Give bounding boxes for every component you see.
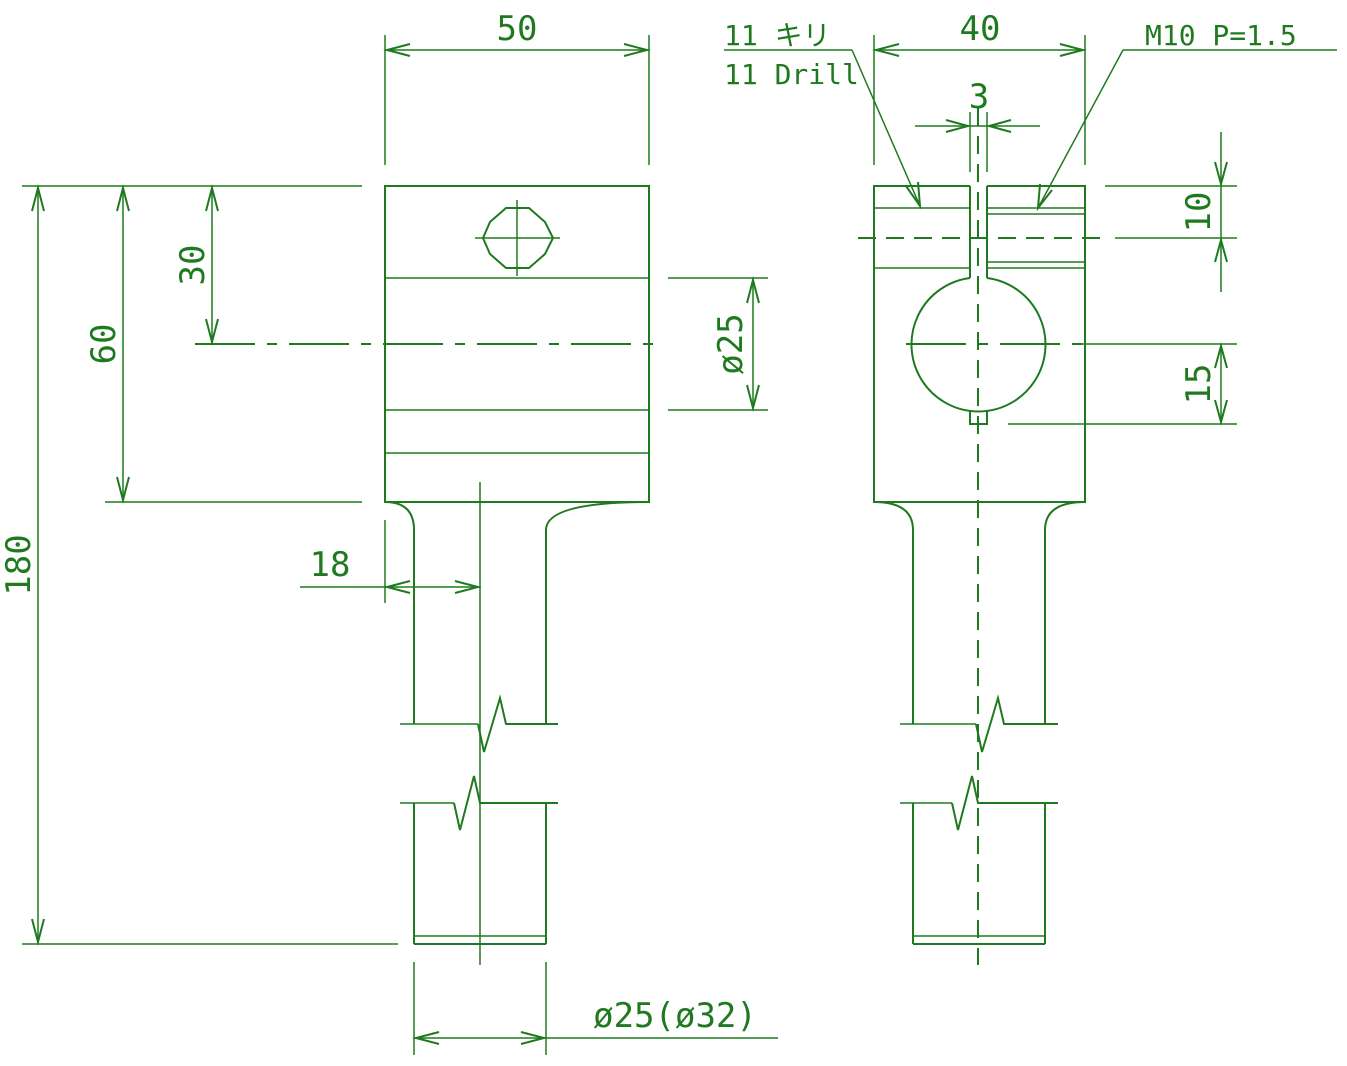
side-break-top-zigzag: [975, 694, 1058, 753]
dim3-arrow-right: [985, 119, 1012, 133]
side-bore-circle: [910, 277, 1047, 413]
dim180-arrow-top: [31, 184, 45, 212]
side-dimensions: 40 3 10 15 11 キリ 11 Drill M10 P=1.5: [724, 9, 1337, 426]
note-thread: M10 P=1.5: [1145, 19, 1297, 52]
drill-leader-arrow: [905, 181, 922, 210]
dim18-arrow-right: [454, 580, 482, 594]
dim-30-label: 30: [173, 245, 213, 286]
thread-leader: [1037, 49, 1124, 209]
dim18-arrow-left: [383, 580, 411, 594]
front-rod-right-fillet: [545, 501, 650, 724]
dim15-arrow-bottom: [1214, 399, 1228, 426]
dim40-arrow-left: [872, 43, 900, 57]
side-block-outline: [873, 185, 1086, 503]
dim-bore-label: ø25: [711, 313, 751, 374]
dim-15-label: 15: [1179, 364, 1219, 405]
front-view: [195, 185, 665, 965]
note-drill-jp: 11 キリ: [724, 19, 831, 52]
side-rod-left-fillet: [873, 501, 914, 724]
front-dimensions: 50 30 60 180 ø25 18: [0, 9, 778, 1055]
dim-rod-arrow-left: [412, 1031, 440, 1045]
side-break-bottom-zigzag: [951, 775, 1058, 831]
dim30-arrow-top: [205, 184, 219, 212]
dim-18-label: 18: [310, 545, 351, 585]
side-view: [858, 108, 1100, 965]
side-rod-right-fillet: [1044, 501, 1086, 724]
dim-180-label: 180: [0, 534, 39, 595]
drill-leader: [851, 49, 921, 207]
dim-60-label: 60: [84, 324, 124, 365]
dim-rod-label: ø25(ø32): [593, 996, 757, 1036]
dim-3-label: 3: [969, 77, 989, 117]
dim180-arrow-bottom: [31, 918, 45, 946]
dim50-arrow-left: [383, 43, 411, 57]
dim60-arrow-bottom: [116, 476, 130, 504]
drill-hole-circle: [481, 207, 555, 269]
thread-leader-arrow: [1036, 183, 1053, 212]
dim15-arrow-top: [1214, 342, 1228, 369]
note-drill-en: 11 Drill: [724, 58, 859, 91]
dim30-arrow-bottom: [205, 318, 219, 346]
dim-rod-arrow-right: [520, 1031, 548, 1045]
dim10-arrow-bottom: [1214, 236, 1228, 263]
dim60-arrow-top: [116, 184, 130, 212]
dim-10-label: 10: [1179, 192, 1219, 233]
dim-40-label: 40: [960, 9, 1001, 49]
front-break-bottom-zigzag: [453, 775, 558, 831]
front-break-top-zigzag: [477, 694, 558, 753]
front-rod-left-fillet: [384, 501, 415, 724]
dim-bore-arrow-bottom: [746, 384, 760, 412]
dim3-arrow-left: [945, 119, 972, 133]
dim40-arrow-right: [1059, 43, 1087, 57]
dim50-arrow-right: [623, 43, 651, 57]
dim-bore-arrow-top: [746, 276, 760, 304]
dim10-arrow-top: [1214, 161, 1228, 188]
dim-50-label: 50: [497, 9, 538, 49]
